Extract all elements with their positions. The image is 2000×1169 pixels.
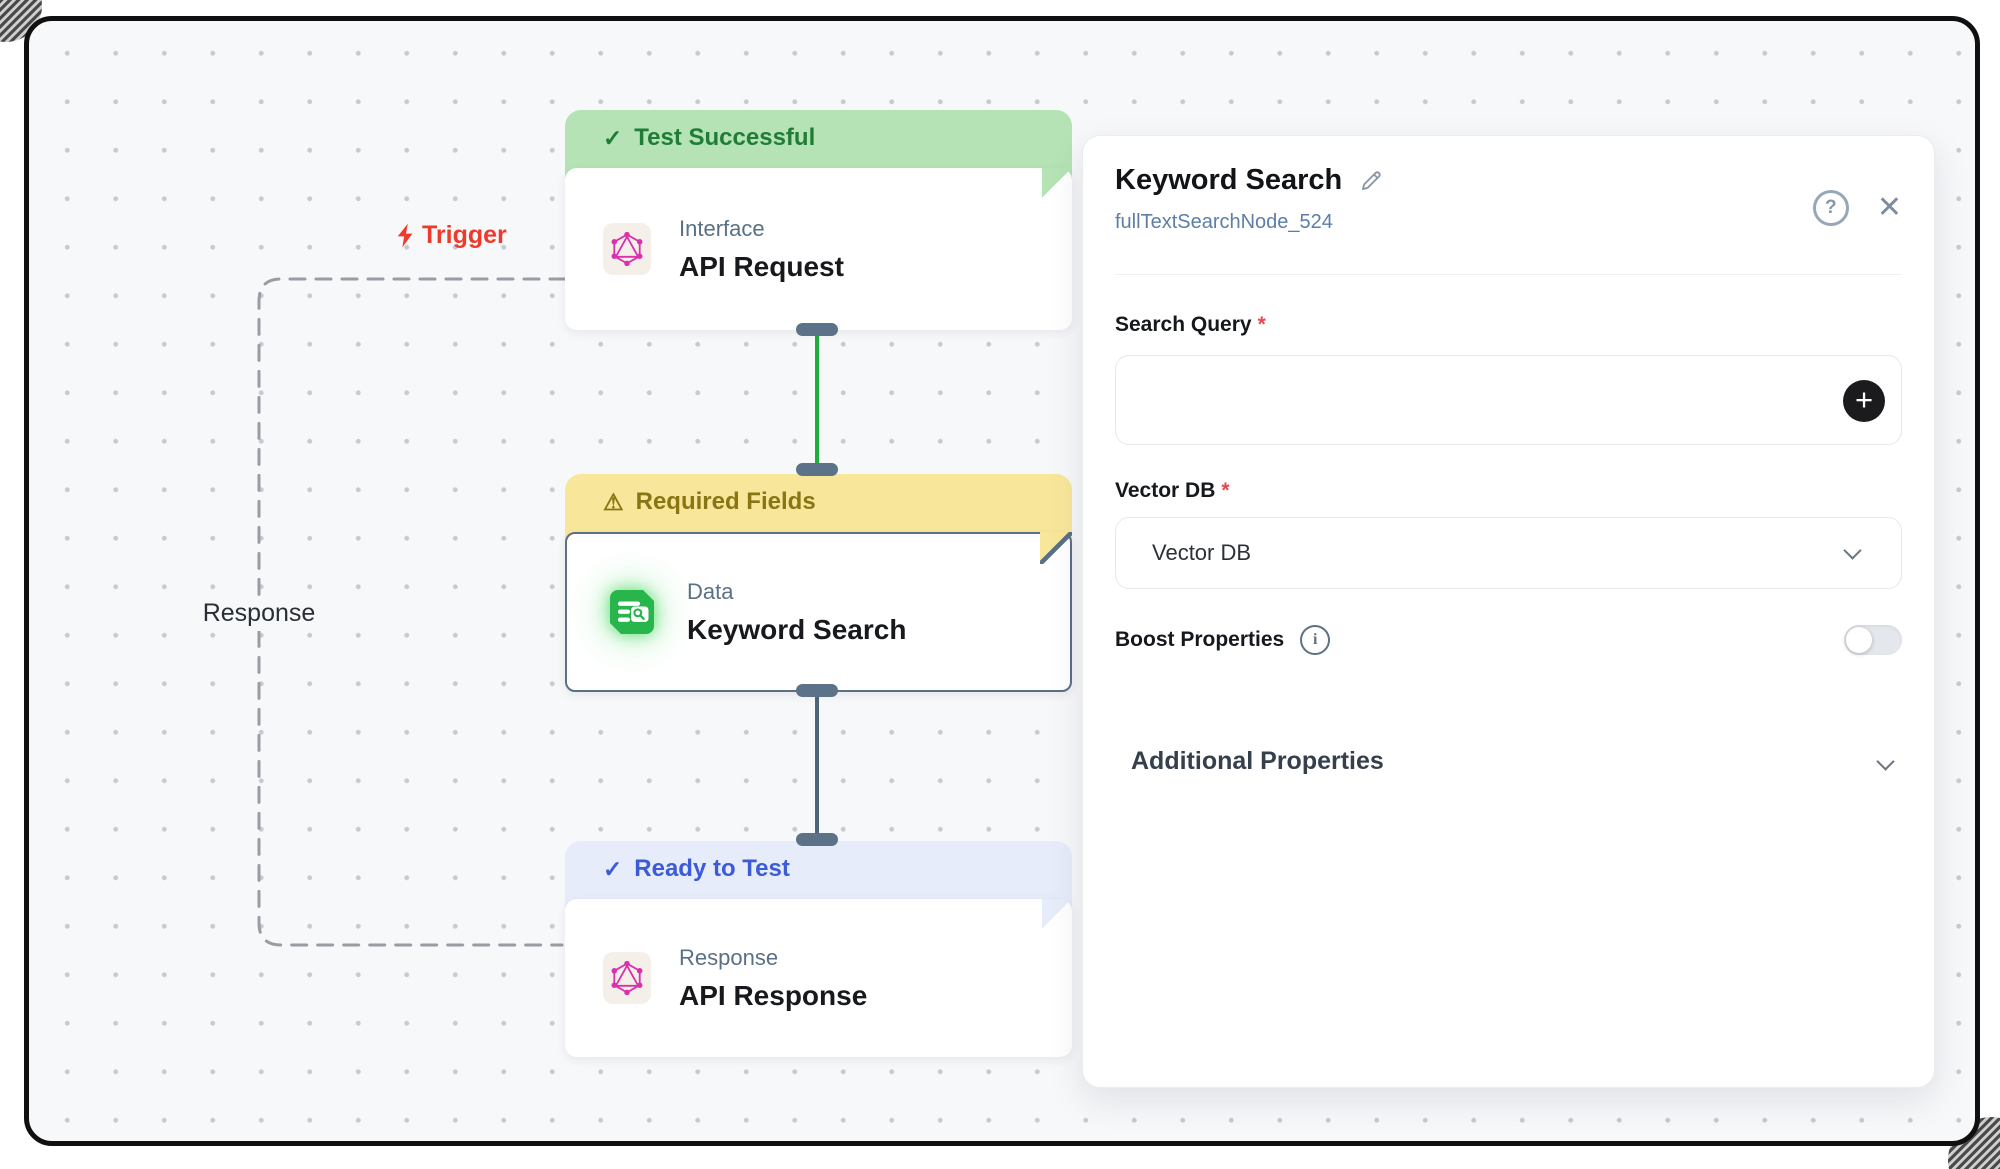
workflow-canvas[interactable]: Trigger Response ✓ Test Successful [29,21,1975,1141]
node-api-request[interactable]: ✓ Test Successful [565,110,1072,341]
toggle-knob [1846,627,1872,653]
lightning-bolt-icon [397,223,413,248]
node-status-text: Test Successful [634,124,816,151]
info-icon[interactable]: i [1300,625,1331,655]
plus-icon: + [1854,382,1874,417]
node-title: API Response [679,979,868,1011]
connection-line-default [815,691,819,842]
card-corner-notch [1042,899,1072,929]
node-properties-panel: Keyword Search fullTextSearchNode_524 ? … [1082,135,1935,1088]
check-icon: ✓ [603,124,623,151]
boost-properties-toggle[interactable] [1844,625,1902,655]
node-output-handle[interactable] [796,684,838,697]
node-card-api-response[interactable]: Response API Response [565,899,1072,1057]
graphql-icon [603,952,651,1004]
connection-line-success [815,330,819,475]
additional-properties-header[interactable]: Additional Properties [1115,747,1902,776]
trigger-label-text: Trigger [422,221,507,249]
panel-title: Keyword Search [1115,164,1343,196]
check-icon: ✓ [603,855,623,882]
app-window-frame: Trigger Response ✓ Test Successful [24,16,1980,1146]
required-asterisk: * [1257,313,1266,336]
required-asterisk: * [1221,479,1230,502]
close-icon[interactable]: ✕ [1876,191,1902,224]
help-icon[interactable]: ? [1812,190,1849,226]
response-loop-label: Response [179,596,339,631]
node-api-response[interactable]: ✓ Ready to Test [565,841,1072,1071]
search-query-input[interactable]: + [1115,355,1902,445]
additional-properties-label: Additional Properties [1131,747,1384,775]
node-card-keyword-search[interactable]: Data Keyword Search [565,532,1072,692]
pencil-edit-icon[interactable] [1358,168,1384,194]
chevron-down-icon [1843,541,1862,560]
boost-properties-label: Boost Properties [1115,628,1285,651]
node-card-api-request[interactable]: Interface API Request [565,168,1072,330]
node-input-handle[interactable] [796,833,838,846]
graphql-icon [603,223,651,275]
warning-icon: ⚠ [603,488,624,515]
node-status-text: Ready to Test [634,855,790,882]
card-corner-notch [1042,168,1072,198]
vector-db-select[interactable]: Vector DB [1115,517,1902,589]
card-corner-notch [1040,532,1072,564]
node-title: Keyword Search [687,613,907,645]
node-input-handle[interactable] [796,463,838,476]
trigger-label: Trigger [395,221,507,250]
node-keyword-search[interactable]: ⚠ Required Fields [565,474,1072,704]
node-category: Interface [679,215,765,241]
search-query-label: Search Query* [1115,313,1266,336]
vector-db-label: Vector DB* [1115,479,1230,502]
node-output-handle[interactable] [796,323,838,336]
node-category: Data [687,578,734,604]
panel-divider [1115,274,1902,275]
node-status-text: Required Fields [635,488,816,515]
node-title: API Request [679,250,844,282]
chevron-down-icon [1876,752,1895,771]
boost-properties-row: Boost Properties i [1115,625,1902,655]
node-id-text: fullTextSearchNode_524 [1115,211,1333,233]
vector-db-selected-value: Vector DB [1152,540,1252,565]
add-variable-button[interactable]: + [1843,380,1885,422]
node-category: Response [679,944,779,970]
list-search-icon [605,585,659,639]
